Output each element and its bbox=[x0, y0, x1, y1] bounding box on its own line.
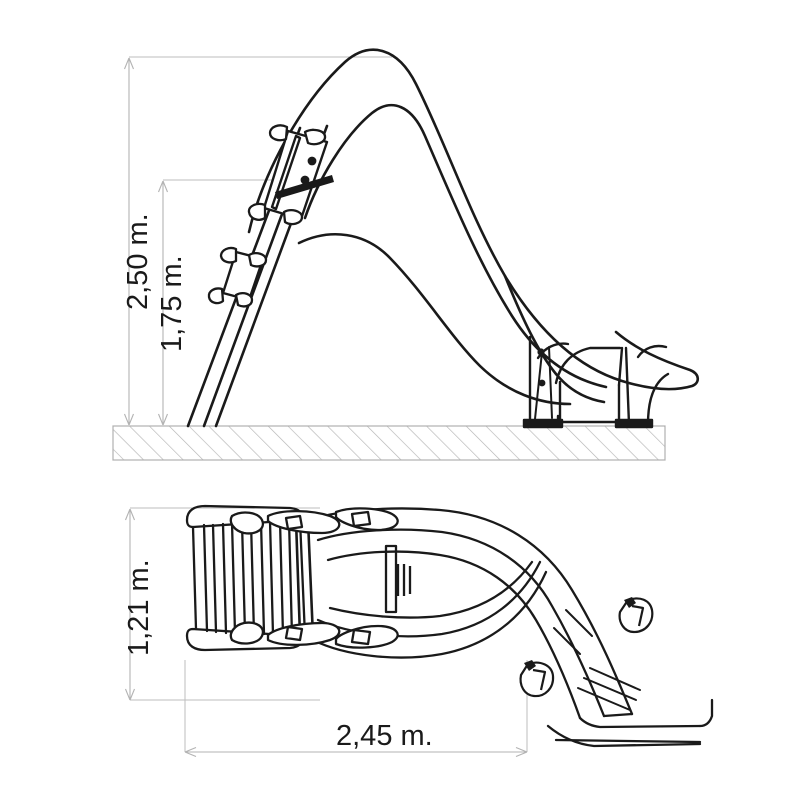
slide-bolt-dots bbox=[537, 348, 546, 387]
slide-side-profile bbox=[247, 48, 700, 406]
arrow-250-bottom bbox=[123, 413, 135, 426]
ladder-handrail-knobs-upper bbox=[247, 124, 327, 226]
arrow-175-bottom bbox=[157, 413, 169, 426]
dimension-label-platform-height: 1,75 m. bbox=[156, 255, 188, 352]
dimension-label-plan-length: 2,45 m. bbox=[336, 720, 433, 752]
arrow-245-left bbox=[184, 746, 197, 758]
arrow-121-bottom bbox=[124, 688, 136, 701]
dimension-label-total-height: 2,50 m. bbox=[122, 213, 154, 310]
arrow-121-top bbox=[124, 508, 136, 521]
side-view-dimension-lines bbox=[123, 57, 169, 426]
ladder-bracket-upper-bolts bbox=[300, 156, 317, 185]
ladder-platform-bar bbox=[275, 175, 334, 199]
plan-handrail-upper bbox=[229, 507, 399, 535]
slide-base-support bbox=[522, 335, 670, 429]
plan-tread-lines bbox=[553, 609, 641, 711]
plan-rail-anchor-dots bbox=[524, 597, 636, 671]
ladder-rung-lower-knobs bbox=[207, 246, 268, 308]
plan-rail-bracket-left bbox=[519, 661, 555, 698]
dimension-label-plan-width: 1,21 m. bbox=[123, 559, 155, 656]
plan-crossbar bbox=[384, 544, 412, 614]
side-view-group bbox=[112, 48, 700, 461]
top-view-dimension-lines bbox=[124, 508, 528, 758]
top-view-group bbox=[124, 504, 714, 758]
side-view-extension-lines bbox=[129, 56, 392, 181]
plan-rail-bracket-right bbox=[618, 597, 654, 634]
ground-band bbox=[112, 425, 666, 461]
arrow-175-top bbox=[157, 180, 169, 193]
arrow-250-top bbox=[123, 57, 135, 70]
arrow-245-right bbox=[515, 746, 528, 758]
plan-handrail-lower bbox=[229, 621, 399, 649]
